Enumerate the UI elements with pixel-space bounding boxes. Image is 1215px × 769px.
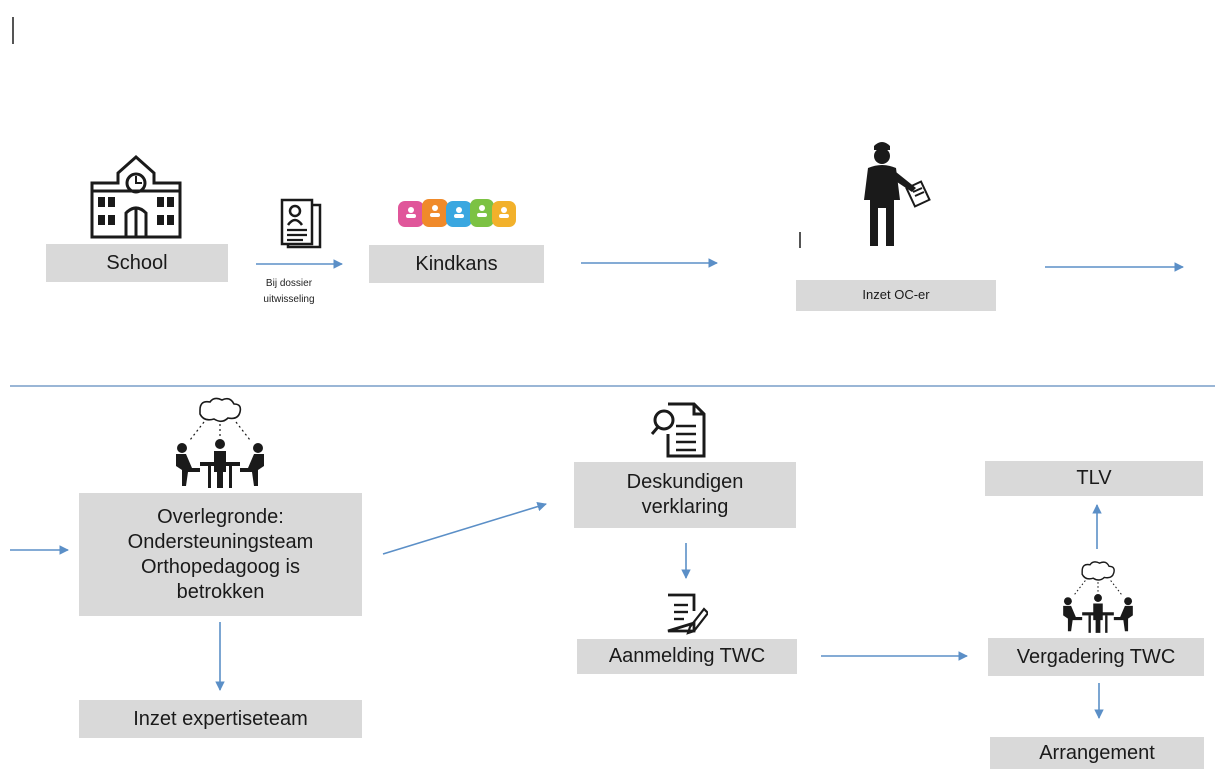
school-box: School [46, 244, 228, 282]
arrangement-box: Arrangement [990, 737, 1204, 769]
aanmelding-label: Aanmelding TWC [608, 645, 766, 667]
meeting-team-icon [1063, 561, 1133, 633]
meeting-team-icon [176, 397, 264, 488]
aanmelding-box: Aanmelding TWC [577, 639, 797, 674]
overleg-line1: Overlegronde: [157, 505, 284, 528]
deskundigen-line2: verklaring [641, 496, 729, 518]
inzet-oc-label: Inzet OC-er [862, 287, 930, 303]
dossier-caption-line1: Bij dossier [265, 278, 313, 289]
officer-person-icon [864, 142, 931, 246]
document-search-icon [650, 402, 706, 458]
expertiseteam-box: Inzet expertiseteam [79, 700, 362, 738]
document-edit-icon [667, 593, 708, 635]
school-building-icon [90, 154, 182, 239]
vergadering-label: Vergadering TWC [1016, 645, 1176, 668]
overleg-line2: Ondersteuningsteam [127, 530, 314, 553]
deskundigen-box: Deskundigen verklaring [574, 462, 796, 528]
expertiseteam-label: Inzet expertiseteam [133, 707, 308, 730]
school-label: School [106, 251, 168, 274]
arrangement-label: Arrangement [1039, 741, 1155, 764]
text-cursor-mark [12, 17, 14, 44]
tlv-label: TLV [1076, 467, 1112, 489]
overleg-line3: Orthopedagoog is [140, 555, 300, 578]
kindkans-logo [398, 199, 516, 227]
kindkans-box: Kindkans [369, 245, 544, 283]
deskundigen-line1: Deskundigen [626, 471, 744, 493]
tlv-box: TLV [985, 461, 1203, 496]
vergadering-box: Vergadering TWC [988, 638, 1204, 676]
dossier-caption-line2: uitwisseling [263, 294, 315, 305]
dossier-caption: Bij dossier uitwisseling [244, 276, 334, 308]
dossier-document-icon [280, 198, 322, 249]
kindkans-label: Kindkans [415, 252, 498, 275]
text-cursor-mark [799, 232, 801, 248]
inzet-oc-box: Inzet OC-er [796, 280, 996, 311]
overleg-box: Overlegronde: Ondersteuningsteam Orthope… [79, 493, 362, 616]
overleg-line4: betrokken [176, 580, 265, 603]
arrow-overleg-deskundigen [382, 501, 547, 555]
